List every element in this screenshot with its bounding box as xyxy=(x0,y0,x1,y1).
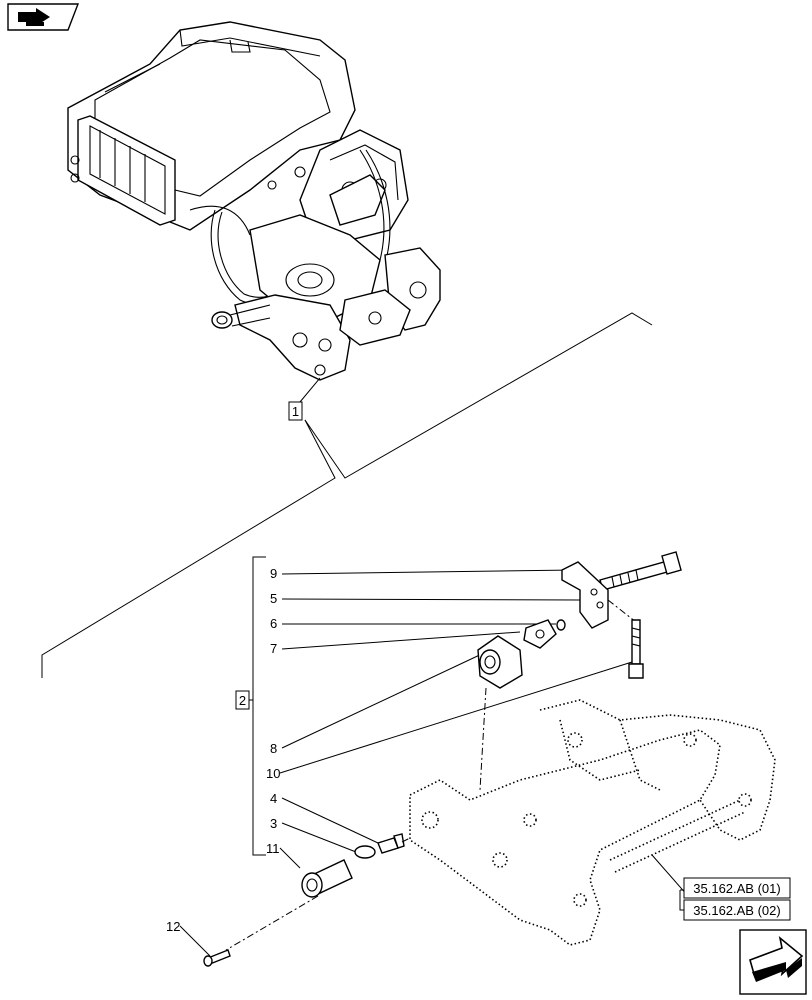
leader-lines xyxy=(179,569,633,957)
callout-2[interactable]: 2 xyxy=(235,690,250,710)
callout-1-label: 1 xyxy=(292,404,299,419)
item-label-11: 11 xyxy=(266,841,280,856)
part-9-bolt xyxy=(599,551,682,591)
front-axle-support-assembly xyxy=(67,21,441,381)
callout-2-label: 2 xyxy=(239,693,246,708)
callout-1[interactable]: 1 xyxy=(288,401,303,421)
item-label-9: 9 xyxy=(270,566,277,581)
item-label-7: 7 xyxy=(270,641,277,656)
part-4-pin xyxy=(377,833,405,854)
item-label-3: 3 xyxy=(270,816,277,831)
section-connector-left xyxy=(41,419,336,678)
item-label-6: 6 xyxy=(270,616,277,631)
section-connector-right xyxy=(304,312,653,479)
part-8-holder xyxy=(477,635,523,689)
part-11-sleeve xyxy=(301,859,353,898)
callout-1-leader xyxy=(299,377,321,403)
part-7-sensor xyxy=(523,619,557,649)
item-label-12: 12 xyxy=(166,919,180,934)
item-labels: 9 5 6 7 8 10 4 3 11 12 xyxy=(166,566,280,934)
item-label-8: 8 xyxy=(270,741,277,756)
section-nav-icon[interactable] xyxy=(7,3,80,31)
reference-box-1[interactable]: 35.162.AB (01) xyxy=(683,877,791,899)
part-6-oring xyxy=(556,619,566,631)
part-3-ring xyxy=(354,845,376,859)
part-10-bolt xyxy=(628,619,644,679)
item-label-10: 10 xyxy=(266,766,280,781)
group-bracket xyxy=(252,556,266,856)
reference-leader xyxy=(651,854,689,897)
reference-2-label: 35.162.AB (02) xyxy=(693,903,780,918)
reference-1-label: 35.162.AB (01) xyxy=(693,881,780,896)
next-page-arrow-icon[interactable] xyxy=(739,929,807,995)
part-12-screw xyxy=(203,949,231,967)
item-label-4: 4 xyxy=(270,791,277,806)
item-label-5: 5 xyxy=(270,591,277,606)
axle-housing-outline xyxy=(409,699,776,946)
part-5-bracket xyxy=(561,561,609,629)
reference-box-2[interactable]: 35.162.AB (02) xyxy=(683,899,791,921)
